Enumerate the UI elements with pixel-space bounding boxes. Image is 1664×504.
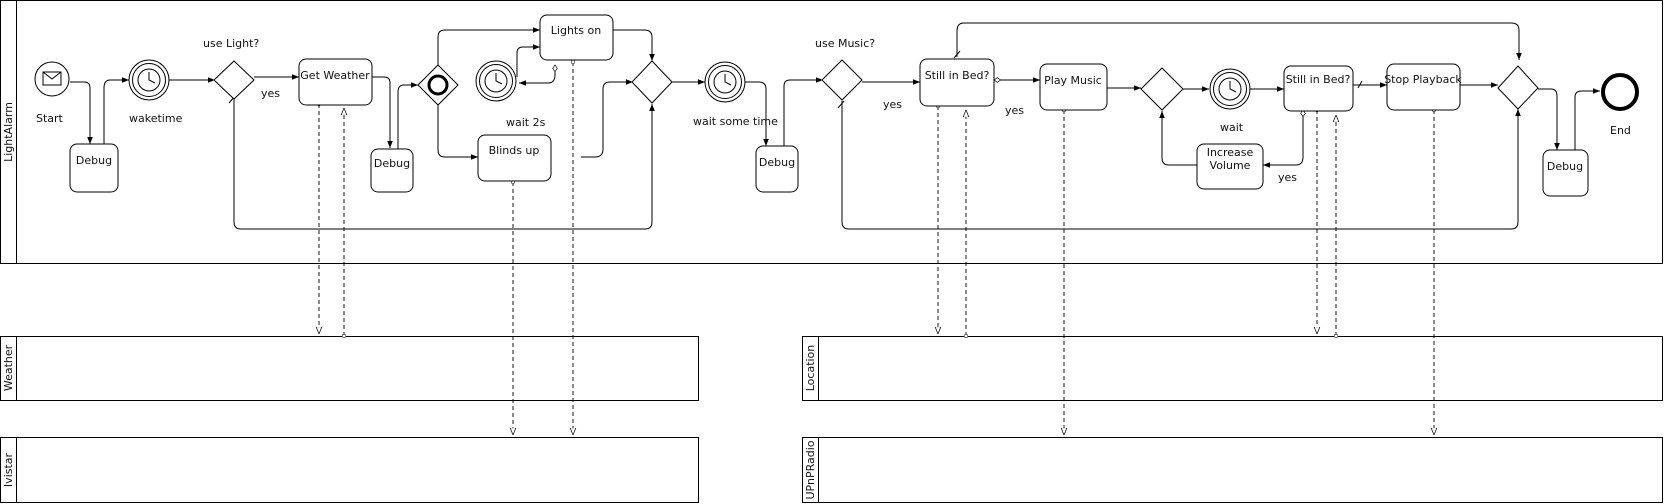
- timer-event-wait-2s[interactable]: wait 2s: [475, 60, 546, 129]
- clock-icon: [484, 69, 508, 93]
- flow-getweather-debug2: [372, 76, 393, 148]
- gateway-merge-light[interactable]: [631, 60, 673, 104]
- flow-debug3-gwmusic: [783, 77, 823, 164]
- flow-increase-gwloop: [1159, 111, 1197, 166]
- task-debug-3[interactable]: Debug: [755, 145, 799, 193]
- envelope-icon: [42, 71, 62, 86]
- task-still-in-bed-2[interactable]: Still in Bed?: [1283, 65, 1354, 112]
- waketime-label: waketime: [129, 112, 183, 125]
- flow-waitsome-debug3: [745, 81, 769, 146]
- gateway-use-music[interactable]: use Music?: [815, 37, 875, 101]
- flow-eventgw-blindsup: [437, 104, 478, 160]
- wait-label: wait: [1220, 121, 1244, 134]
- pool-label-upnpradio: UPnPRadio: [804, 440, 817, 499]
- flow-debug2-eventgw: [397, 82, 418, 160]
- task-stop-playback[interactable]: Stop Playback: [1384, 63, 1462, 111]
- task-debug-4-label: Debug: [1547, 160, 1583, 173]
- condition-yes-still-in-bed: yes: [1005, 104, 1024, 117]
- task-debug-2[interactable]: Debug: [370, 148, 414, 193]
- flow-wait2s-lightson: [516, 44, 540, 77]
- flow-lightson-wait2s: [519, 64, 558, 86]
- start-label: Start: [36, 112, 64, 125]
- pool-ivistar: Ivistar: [0, 437, 699, 503]
- flow-eventgw-lightson: [437, 27, 540, 66]
- task-still-in-bed-1[interactable]: Still in Bed?: [919, 58, 995, 107]
- default-slash-stillinbed1: [953, 50, 961, 59]
- gateway-event-based[interactable]: [417, 64, 459, 106]
- clock-icon: [137, 68, 161, 92]
- wait-some-time-label: wait some time: [693, 115, 778, 128]
- clock-icon: [1218, 77, 1242, 101]
- default-slash-gwmusic: [837, 100, 845, 109]
- flow-debug4-end: [1574, 88, 1600, 168]
- task-increase-volume[interactable]: Increase Volume: [1196, 143, 1264, 190]
- end-label: End: [1610, 124, 1631, 137]
- task-debug-3-label: Debug: [759, 156, 795, 169]
- flow-stillinbed2-increase: [1263, 109, 1306, 168]
- task-lights-on[interactable]: Lights on: [539, 14, 614, 61]
- task-play-music-label: Play Music: [1044, 74, 1102, 87]
- task-get-weather-label: Get Weather: [300, 69, 370, 82]
- flow-gwmusic-default-bypass: [841, 101, 1521, 230]
- condition-yes-music: yes: [883, 98, 902, 111]
- flow-lightson-merge: [613, 29, 655, 61]
- pool-weather: Weather: [0, 336, 699, 401]
- use-light-label: use Light?: [203, 37, 259, 50]
- pool-label-location: Location: [804, 345, 817, 392]
- sequence-flows: [70, 22, 1600, 230]
- gateway-use-light[interactable]: use Light?: [203, 37, 259, 100]
- start-event[interactable]: Start: [34, 61, 70, 125]
- message-flows: [319, 62, 1434, 435]
- pool-upnpradio: UPnPRadio: [802, 437, 1663, 503]
- flow-stillinbed1-top-merge: [956, 22, 1522, 60]
- task-lights-on-label: Lights on: [551, 24, 601, 37]
- timer-event-waketime[interactable]: waketime: [128, 59, 183, 125]
- timer-event-wait-some-time[interactable]: wait some time: [693, 61, 778, 128]
- task-blinds-up-label: Blinds up: [489, 144, 540, 157]
- flow-debug1-waketime: [103, 77, 129, 160]
- condition-yes-increase: yes: [1278, 171, 1297, 184]
- wait-2s-label: wait 2s: [506, 116, 546, 129]
- task-increase-volume-label-line1: Increase: [1207, 146, 1254, 159]
- timer-event-wait[interactable]: wait: [1209, 68, 1251, 134]
- task-debug-1[interactable]: Debug: [69, 143, 119, 193]
- task-stop-playback-label: Stop Playback: [1384, 73, 1462, 86]
- pool-label-weather: Weather: [2, 344, 15, 391]
- task-increase-volume-label-line2: Volume: [1210, 159, 1251, 172]
- default-slash-stillinbed2: [1357, 80, 1363, 89]
- flow-merge-debug4: [1538, 88, 1560, 150]
- pool-lightalarm: LightAlarm: [0, 0, 1663, 264]
- use-music-label: use Music?: [815, 37, 875, 50]
- pool-label-ivistar: Ivistar: [2, 452, 15, 487]
- task-debug-4[interactable]: Debug: [1542, 149, 1589, 197]
- pool-label-lightalarm: LightAlarm: [2, 102, 15, 162]
- task-still-in-bed-2-label: Still in Bed?: [1286, 73, 1351, 86]
- flow-blindsup-merge: [581, 79, 633, 158]
- task-debug-2-label: Debug: [374, 157, 410, 170]
- flow-start-debug1: [70, 81, 93, 144]
- flow-gw1-default-bypass: [233, 97, 655, 230]
- condition-yes-light: yes: [261, 87, 280, 100]
- gateway-volume-loop[interactable]: [1140, 67, 1184, 111]
- gateway-merge-music[interactable]: [1497, 65, 1539, 110]
- task-play-music[interactable]: Play Music: [1039, 63, 1108, 111]
- task-still-in-bed-1-label: Still in Bed?: [925, 69, 990, 82]
- task-get-weather[interactable]: Get Weather: [298, 58, 373, 106]
- clock-icon: [713, 70, 737, 94]
- end-event[interactable]: End: [1601, 73, 1639, 137]
- pool-location: Location: [802, 336, 1663, 401]
- task-blinds-up[interactable]: Blinds up: [477, 134, 552, 182]
- task-debug-1-label: Debug: [76, 154, 112, 167]
